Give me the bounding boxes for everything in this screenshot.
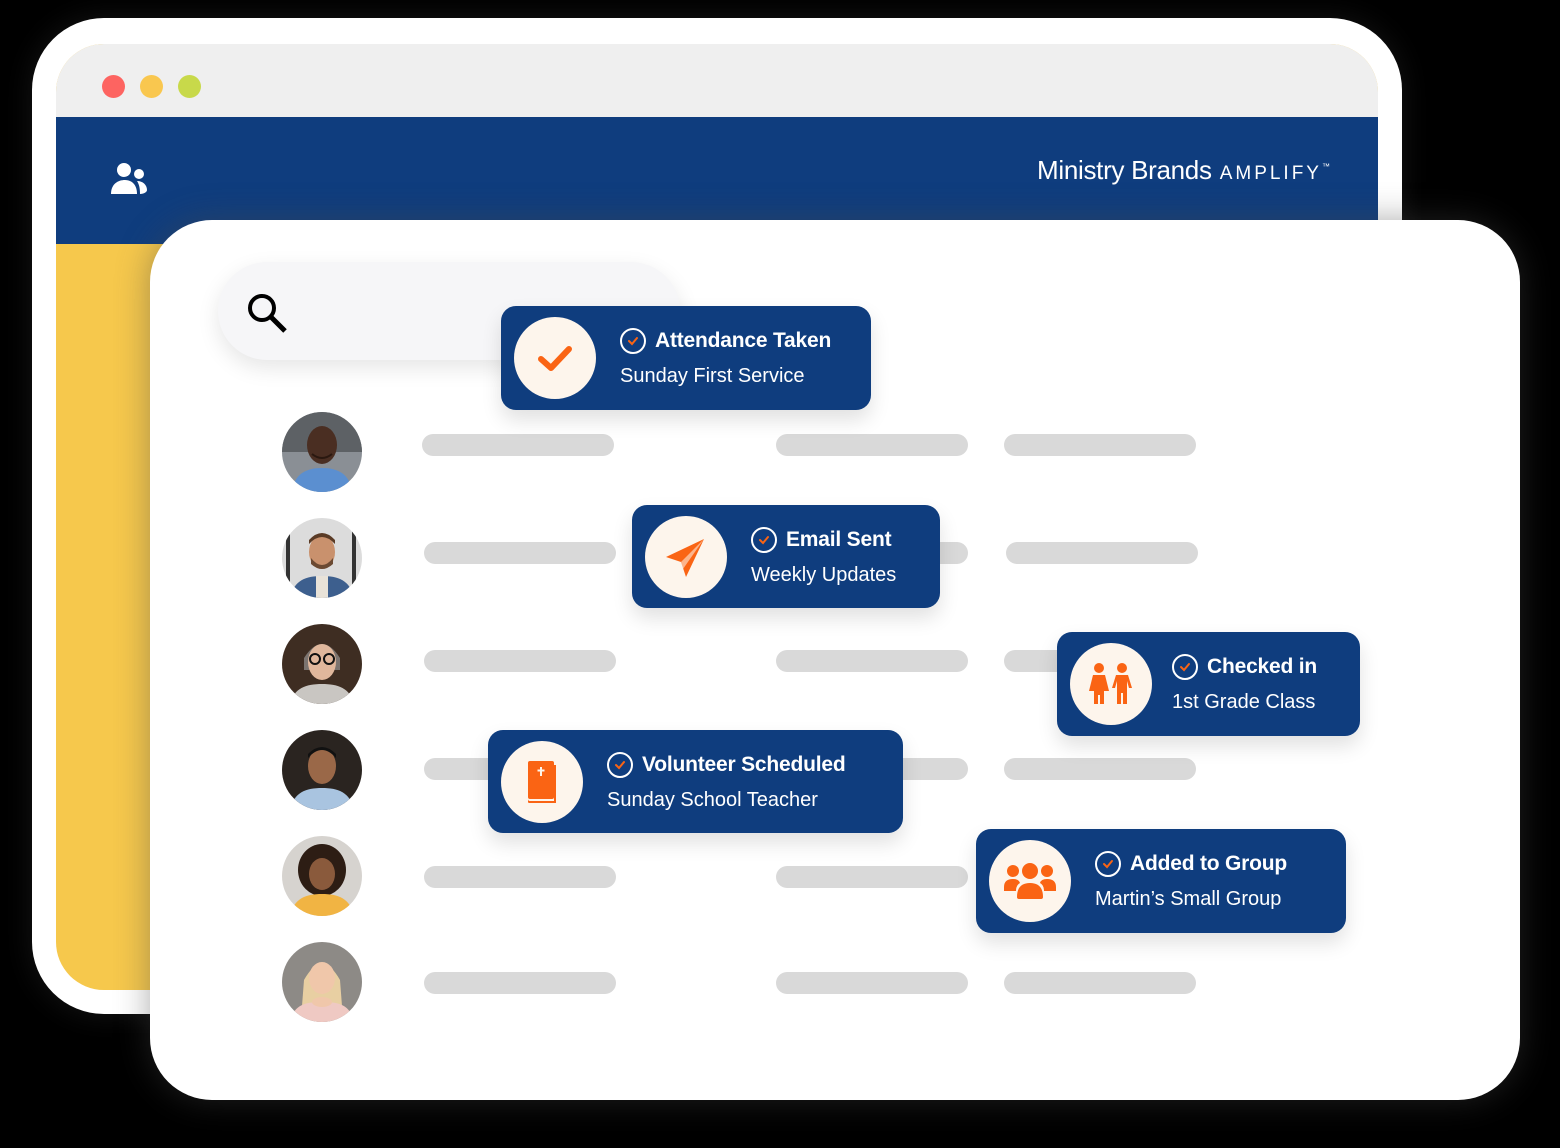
minimize-window-button[interactable] — [140, 75, 163, 98]
people-icon[interactable] — [110, 161, 148, 199]
row-6-field-placeholder — [1004, 972, 1196, 994]
brand-logo: Ministry Brands AMPLIFY ™ — [1037, 155, 1330, 186]
toast-title: Added to Group — [1130, 852, 1288, 875]
brand-product: AMPLIFY — [1219, 163, 1322, 184]
brand-name: Ministry Brands — [1037, 155, 1212, 185]
notification-attendance-taken[interactable]: Attendance Taken Sunday First Service — [501, 306, 871, 410]
row-5-name-placeholder — [424, 866, 616, 888]
toast-subtitle: Martin’s Small Group — [1095, 888, 1282, 910]
notification-added-to-group[interactable]: Added to Group Martin’s Small Group — [976, 829, 1346, 933]
toast-badge — [501, 740, 583, 823]
notification-email-sent[interactable]: Email Sent Weekly Updates — [632, 505, 940, 608]
check-circle-icon — [751, 526, 777, 553]
notification-checked-in[interactable]: Checked in 1st Grade Class — [1057, 632, 1360, 736]
row-4-field-placeholder — [1004, 758, 1196, 780]
toast-subtitle: Sunday School Teacher — [607, 788, 818, 811]
toast-title: Checked in — [1207, 655, 1318, 678]
row-3-name-placeholder — [424, 650, 616, 672]
avatar[interactable] — [282, 518, 362, 598]
avatar[interactable] — [282, 624, 362, 704]
bible-icon — [528, 760, 556, 803]
paper-plane-icon — [666, 538, 704, 577]
avatar[interactable] — [282, 836, 362, 916]
check-circle-icon — [1095, 851, 1121, 877]
avatar[interactable] — [282, 730, 362, 810]
check-circle-icon — [607, 751, 633, 778]
toast-subtitle: Weekly Updates — [751, 563, 897, 586]
window-titlebar — [56, 44, 1378, 118]
row-6-name-placeholder — [424, 972, 616, 994]
toast-badge — [645, 515, 727, 598]
brand-trademark: ™ — [1322, 162, 1330, 171]
notification-volunteer-scheduled[interactable]: Volunteer Scheduled Sunday School Teache… — [488, 730, 903, 833]
toast-subtitle: 1st Grade Class — [1172, 691, 1316, 713]
toast-title: Email Sent — [786, 527, 892, 551]
toast-title: Attendance Taken — [655, 329, 832, 352]
toast-badge — [989, 840, 1071, 922]
maximize-window-button[interactable] — [178, 75, 201, 98]
check-circle-icon — [620, 328, 646, 354]
row-1-name-placeholder — [422, 434, 614, 456]
avatar[interactable] — [282, 412, 362, 492]
row-6-field-placeholder — [776, 972, 968, 994]
check-circle-icon — [1172, 654, 1198, 680]
row-1-field-placeholder — [776, 434, 968, 456]
search-icon — [248, 294, 287, 333]
children-icon — [1089, 663, 1132, 704]
row-2-field-placeholder — [1006, 542, 1198, 564]
toast-title: Volunteer Scheduled — [642, 752, 846, 776]
toast-badge — [1070, 643, 1152, 725]
row-1-field-placeholder — [1004, 434, 1196, 456]
toast-subtitle: Sunday First Service — [620, 365, 805, 387]
row-2-name-placeholder — [424, 542, 616, 564]
close-window-button[interactable] — [102, 75, 125, 98]
avatar[interactable] — [282, 942, 362, 1022]
group-icon — [1004, 863, 1056, 899]
row-5-field-placeholder — [776, 866, 968, 888]
checkmark-icon — [538, 346, 572, 371]
row-3-field-placeholder — [776, 650, 968, 672]
toast-badge — [514, 317, 596, 399]
